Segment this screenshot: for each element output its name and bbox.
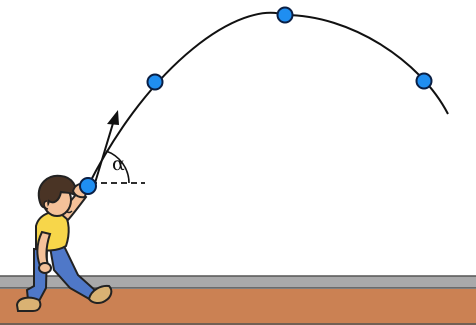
- track-ground: [0, 289, 476, 325]
- angle-label: α: [112, 153, 125, 175]
- ball-icon-falling: [415, 72, 433, 90]
- ball-icon-rising: [146, 73, 164, 91]
- boy-front-shoe: [87, 284, 113, 305]
- trajectory-curve: [87, 11, 449, 187]
- boy-hand: [38, 262, 52, 274]
- boy-back-shoe: [15, 296, 42, 312]
- velocity-arrow: [94, 110, 119, 184]
- boy-hair: [37, 174, 77, 209]
- boy-ear: [43, 200, 49, 210]
- boy-throwing-ball: [15, 174, 113, 312]
- track-surface: [0, 276, 476, 288]
- angle-arc: [105, 150, 130, 184]
- ground-track: [0, 275, 476, 325]
- ball-icon-in-hand: [79, 177, 97, 195]
- ball-icon-apex: [276, 6, 294, 24]
- boy-mouth: [65, 210, 73, 214]
